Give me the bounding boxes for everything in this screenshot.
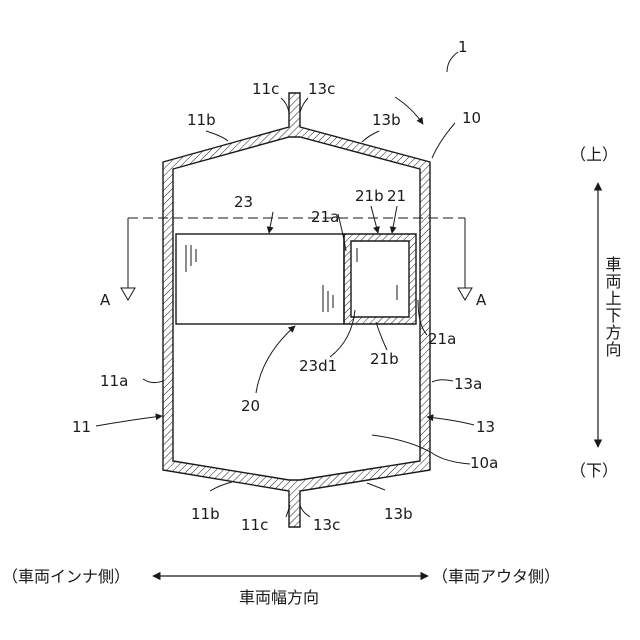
label-1: 1	[458, 38, 468, 56]
label-21b-top: 21b	[355, 187, 384, 205]
label-11a: 11a	[100, 372, 128, 390]
body-wall	[163, 93, 430, 527]
label-23d1: 23d1	[299, 357, 337, 375]
label-11c-bot: 11c	[241, 516, 268, 534]
label-11: 11	[72, 418, 91, 436]
label-21b-bot: 21b	[370, 350, 399, 368]
material-marks	[186, 245, 397, 312]
member-23	[176, 234, 344, 324]
label-13b-bot: 13b	[384, 505, 413, 523]
label-11c-top: 11c	[252, 80, 279, 98]
label-A-right: A	[476, 291, 487, 309]
label-23: 23	[234, 193, 253, 211]
leader-lines	[96, 52, 474, 517]
label-13: 13	[476, 418, 495, 436]
label-A-left: A	[100, 291, 111, 309]
label-13b-top: 13b	[372, 111, 401, 129]
label-vertical-direction: 車両上下方向	[603, 256, 622, 358]
label-21: 21	[387, 187, 406, 205]
label-13a: 13a	[454, 375, 482, 393]
label-11b-bot: 11b	[191, 505, 220, 523]
label-10a: 10a	[470, 454, 498, 472]
label-13c-top: 13c	[308, 80, 335, 98]
label-up: （上）	[570, 145, 618, 164]
label-outer-side: （車両アウタ側）	[432, 567, 560, 586]
label-width-direction: 車両幅方向	[239, 588, 319, 607]
label-11b-top: 11b	[187, 111, 216, 129]
label-inner-side: （車両インナ側）	[2, 567, 130, 586]
label-20: 20	[241, 397, 260, 415]
label-10: 10	[462, 109, 481, 127]
label-13c-bot: 13c	[313, 516, 340, 534]
label-21a-top: 21a	[311, 208, 339, 226]
label-21a-right: 21a	[428, 330, 456, 348]
label-down: （下）	[570, 461, 618, 480]
